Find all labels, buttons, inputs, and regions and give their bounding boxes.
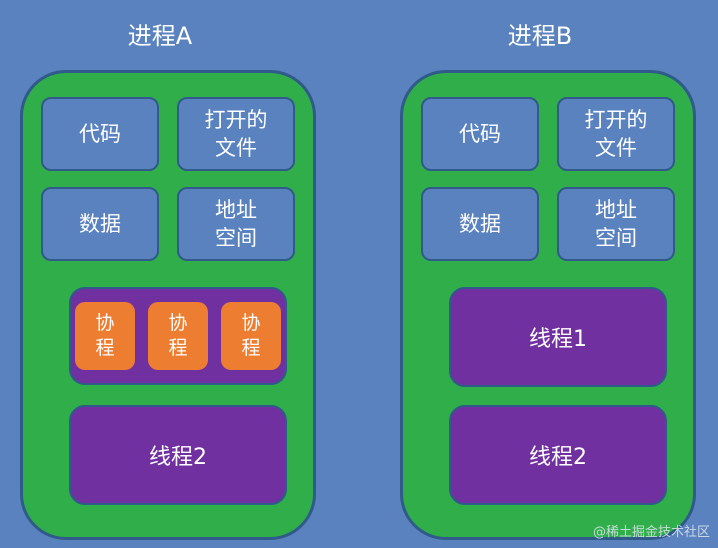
process-a-thread1-with-coroutines: 协 程 协 程 协 程 (69, 287, 287, 385)
process-b-code: 代码 (421, 97, 539, 171)
process-b: 代码 打开的 文件 数据 地址 空间 线程1 线程2 (400, 70, 696, 540)
process-b-thread1: 线程1 (449, 287, 667, 387)
process-a-code: 代码 (41, 97, 159, 171)
process-b-open-files: 打开的 文件 (557, 97, 675, 171)
process-b-thread2: 线程2 (449, 405, 667, 505)
process-a: 代码 打开的 文件 数据 地址 空间 协 程 协 程 协 程 线程2 (20, 70, 316, 540)
coroutine-2: 协 程 (148, 302, 208, 370)
process-a-data: 数据 (41, 187, 159, 261)
process-a-address-space: 地址 空间 (177, 187, 295, 261)
process-a-thread2: 线程2 (69, 405, 287, 505)
watermark: @稀土掘金技术社区 (592, 525, 710, 540)
process-b-address-space: 地址 空间 (557, 187, 675, 261)
process-a-title: 进程A (127, 22, 193, 50)
process-b-data: 数据 (421, 187, 539, 261)
coroutine-1: 协 程 (75, 302, 135, 370)
coroutine-3: 协 程 (221, 302, 281, 370)
process-b-title: 进程B (507, 22, 573, 50)
process-a-open-files: 打开的 文件 (177, 97, 295, 171)
